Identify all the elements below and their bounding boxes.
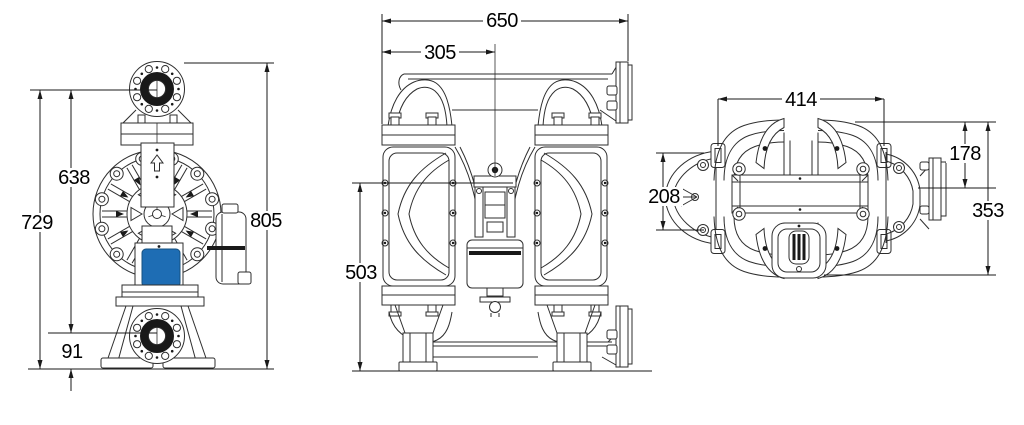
muffler [771, 222, 827, 279]
dim-label-353: 353 [972, 200, 1004, 222]
dimension-labels: 638 729 805 91 650 305 503 414 208 178 3… [21, 10, 1005, 363]
dim-label-305: 305 [424, 42, 456, 64]
left-chamber [381, 146, 457, 287]
brand-label-badge [141, 248, 181, 288]
top-port-support [120, 109, 194, 146]
top-view [664, 117, 947, 279]
dim-label-503: 503 [345, 262, 377, 284]
dim-label-650: 650 [486, 10, 518, 32]
side-view [92, 61, 252, 369]
top-manifold [387, 61, 633, 127]
dim-label-208: 208 [648, 186, 680, 208]
dim-label-638: 638 [58, 167, 90, 189]
right-port-flange [885, 152, 947, 243]
dim-label-805: 805 [250, 210, 282, 232]
front-view [381, 61, 633, 372]
drain-fitting [489, 301, 501, 313]
front-feet [394, 304, 596, 372]
dimension-label-backgrounds [18, 11, 1007, 361]
right-chamber [533, 146, 609, 287]
dim-label-414: 414 [785, 89, 817, 111]
bottom-port-flange [129, 308, 185, 364]
upper-flange-blocks [381, 112, 609, 146]
bottom-support [100, 284, 216, 369]
lower-flange-blocks [381, 285, 609, 317]
top-port-flange [129, 61, 185, 117]
center-air-section [454, 146, 536, 317]
center-column [140, 142, 175, 208]
bottom-manifold [388, 305, 633, 368]
air-valve-box [207, 203, 252, 285]
dim-label-91: 91 [61, 341, 83, 363]
dim-label-178: 178 [949, 143, 981, 165]
flow-direction-arrow-icon [150, 154, 164, 172]
center-bar [731, 162, 870, 221]
dim-label-729: 729 [21, 212, 53, 234]
